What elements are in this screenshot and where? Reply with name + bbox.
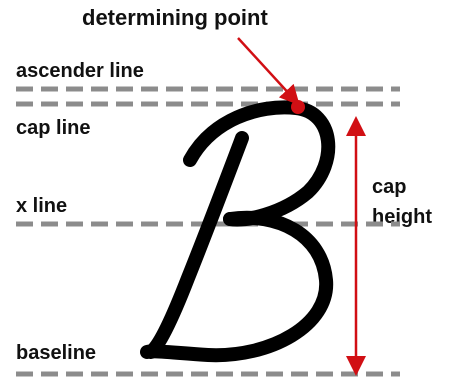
ascender-line-label: ascender line [16, 60, 144, 82]
cap-height-label-line1: cap [372, 176, 407, 198]
determining-point-label: determining point [82, 5, 268, 30]
cap-line-label: cap line [16, 117, 91, 139]
determining-point-pointer [237, 37, 300, 106]
cap-height-label-line2: height [372, 206, 432, 228]
baseline-label: baseline [16, 342, 97, 364]
x-line-label: x line [16, 195, 68, 217]
script-letter-b [140, 100, 336, 363]
determining-point-dot [291, 100, 305, 114]
